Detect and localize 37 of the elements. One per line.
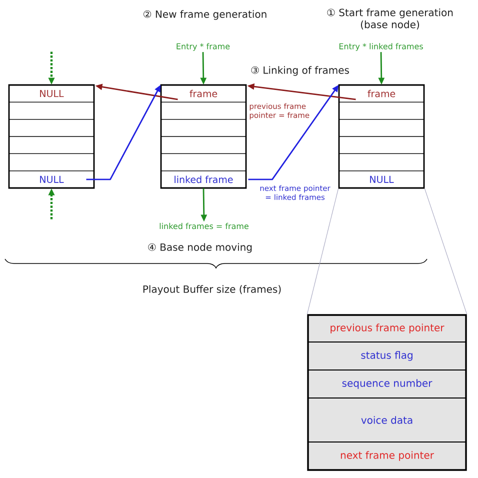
frame-cell [160,136,246,154]
field-cell: previous frame pointer [308,314,466,342]
frame-cell: frame [160,84,246,102]
code-label: linked frames = frame [160,222,248,230]
frame-stack [160,84,247,189]
frame-cell: frame [338,84,424,102]
step-heading: ② New frame generation [144,10,266,20]
frame-cell [338,136,424,154]
code-label: Entry * linked frames [339,43,423,51]
frame-cell [8,102,94,120]
frame-stack [8,84,95,189]
frame-structure-box [307,314,467,471]
frame-cell: NULL [338,170,424,188]
frame-cell: linked frame [160,170,246,188]
field-cell: sequence number [308,370,466,398]
frame-cell [160,119,246,137]
code-label: Entry * frame [176,43,230,51]
frame-stack [338,84,425,189]
brace-label: Playout Buffer size (frames) [143,285,281,295]
frame-cell: NULL [8,170,94,188]
frame-cell [8,153,94,172]
frame-cell [160,153,246,172]
step-heading: ④ Base node moving [148,243,252,253]
step-heading: ① Start frame generation (base node) [327,8,453,30]
frame-cell [8,136,94,154]
frame-cell [338,153,424,172]
field-cell: status flag [308,342,466,370]
zoom-line [424,188,468,314]
frame-cell [338,102,424,120]
frame-cell [160,102,246,120]
zoom-line [306,188,339,314]
field-cell: next frame pointer [308,442,466,470]
field-cell: voice data [308,398,466,442]
frame-cell: NULL [8,84,94,102]
frame-cell [8,119,94,137]
step-heading: ③ Linking of frames [251,66,349,76]
frame-cell [338,119,424,137]
